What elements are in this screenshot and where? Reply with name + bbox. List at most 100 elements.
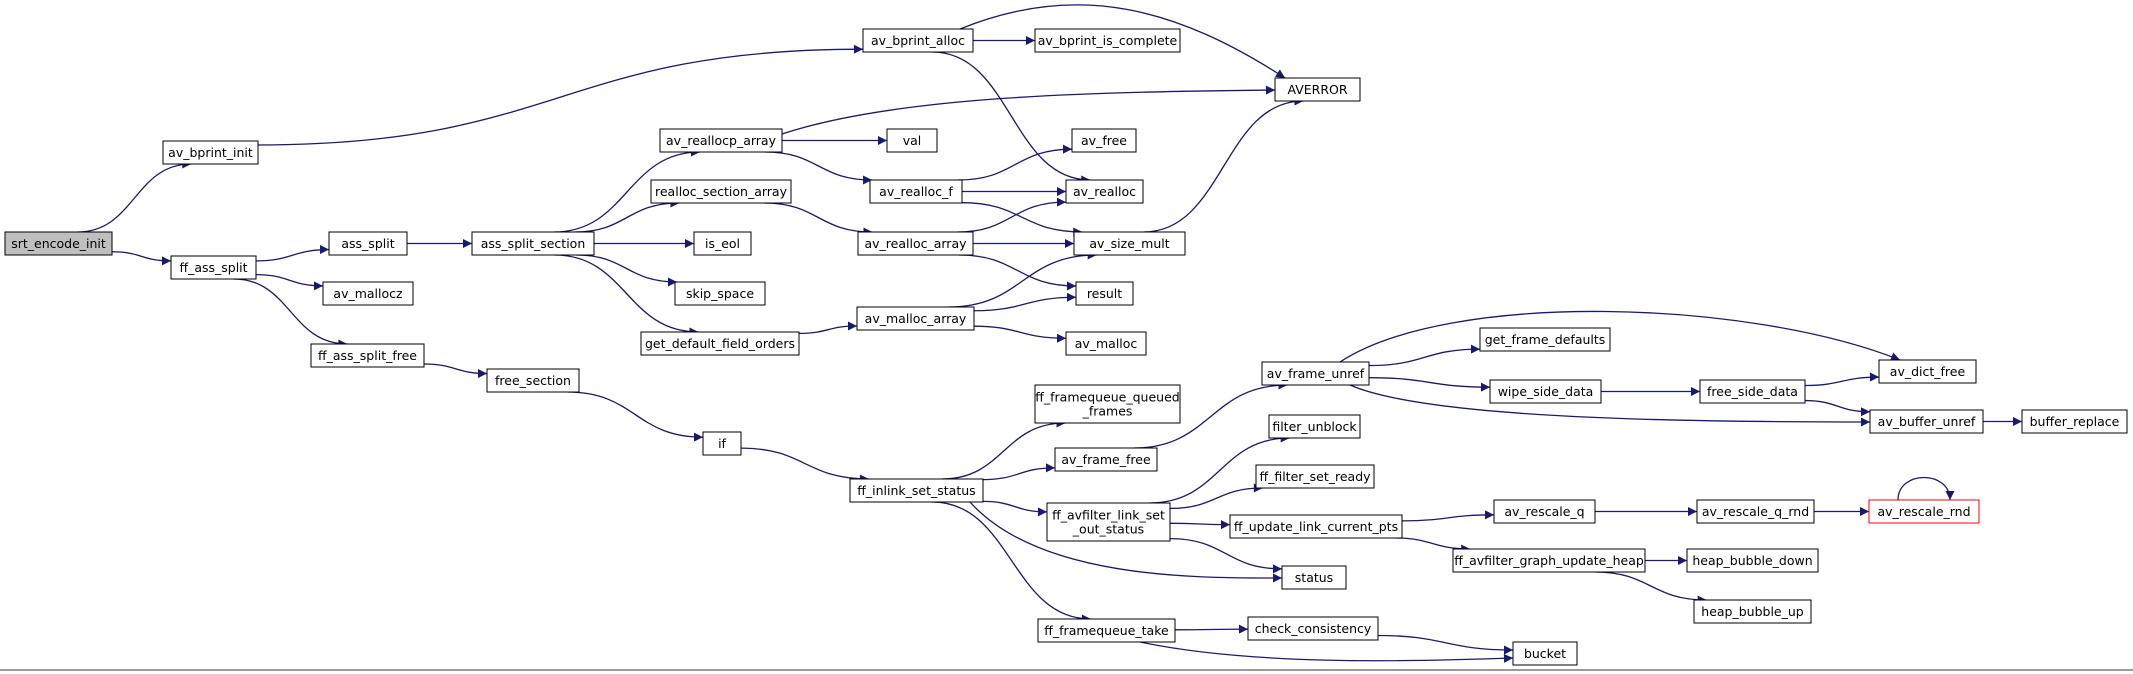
edge-av_frame_unref-to-av_buffer_unref [1349,384,1871,427]
edge-line [1139,641,1514,663]
node-av-buffer-unref[interactable]: av_buffer_unref [1869,409,1984,434]
node-free-side-data[interactable]: free_side_data [1699,379,1806,404]
node-av-malloc-array[interactable]: av_malloc_array [856,306,975,331]
node-av-frame-unref[interactable]: av_frame_unref [1261,361,1370,386]
edge-line [781,85,1276,135]
node-av-rescale-q[interactable]: av_rescale_q [1493,499,1596,524]
node-av-rescale-rnd[interactable]: av_rescale_rnd [1868,499,1980,524]
node-av-frame-free[interactable]: av_frame_free [1054,447,1158,472]
node-ass-split-section[interactable]: ass_split_section [471,231,595,256]
node-get-frame-defaults[interactable]: get_frame_defaults [1479,327,1611,352]
node-label: av_malloc_array [865,311,967,326]
node-realloc-section-array[interactable]: realloc_section_array [650,179,792,204]
node-ff-update-link-current-pts[interactable]: ff_update_link_current_pts [1229,514,1403,539]
node-box [1274,77,1361,102]
edge-line [574,198,680,233]
edge-line [740,447,869,484]
node-bucket[interactable]: bucket [1512,641,1578,666]
node-heap-bubble-down[interactable]: heap_bubble_down [1686,548,1819,573]
node-buffer-replace[interactable]: buffer_replace [2021,409,2128,434]
node-wipe-side-data[interactable]: wipe_side_data [1489,379,1602,404]
node-label: _frames [1082,404,1133,419]
node-box [1247,616,1379,641]
edge-line [948,250,1097,308]
edge-line [1804,399,1871,417]
node-box [1693,599,1812,624]
node-free-section[interactable]: free_section [486,368,580,393]
node-ff-avfilter-link-set-out-status[interactable]: ff_avfilter_link_set_out_status [1046,502,1171,542]
edge-av_frame_free-to-av_frame_unref [1134,380,1288,449]
node-ff-inlink-set-status[interactable]: ff_inlink_set_status [849,478,984,503]
edge-line [973,325,1067,343]
edge-ff_inlink_set_status-to-av_frame_free [982,463,1056,481]
node-av-realloc-f[interactable]: av_realloc_f [869,179,963,204]
edge-free_section-to-if [567,391,704,442]
edge-line [1368,344,1481,367]
node-box [1037,618,1176,643]
node-box [886,128,938,153]
edge-line [1594,571,1707,605]
node-box [857,231,974,256]
node-label: result [1087,286,1122,301]
node-av-malloc[interactable]: av_malloc [1065,331,1147,356]
edge-line [111,251,172,266]
node-ff-framequeue-take[interactable]: ff_framequeue_take [1037,618,1176,643]
edge-ass_split_section-to-realloc_section_array [574,198,680,233]
node-label: buffer_replace [2030,414,2120,429]
node-get-default-field-orders[interactable]: get_default_field_orders [640,331,800,356]
node-label: ff_avfilter_graph_update_heap [1454,553,1644,568]
node-av-rescale-q-rnd[interactable]: av_rescale_q_rnd [1696,499,1815,524]
node-is-eol[interactable]: is_eol [693,231,752,256]
edge-ff_update_link_current_pts-to-ff_avfilter_graph_update_heap [1394,537,1471,554]
node-check-consistency[interactable]: check_consistency [1247,616,1379,641]
node-result[interactable]: result [1075,281,1134,306]
edge-ff_framequeue_take-to-check_consistency [1174,624,1249,634]
node-ass-split[interactable]: ass_split [328,231,408,256]
node-label: free_side_data [1707,384,1798,399]
node-AVERROR[interactable]: AVERROR [1274,77,1361,102]
node-heap-bubble-up[interactable]: heap_bubble_up [1693,599,1812,624]
node-box [1261,361,1370,386]
edge-line [1377,634,1514,655]
node-skip-space[interactable]: skip_space [674,281,766,306]
node-av-bprint-is-complete[interactable]: av_bprint_is_complete [1034,28,1181,53]
edge-ff_avfilter_graph_update_heap-to-heap_bubble_up [1594,571,1707,605]
node-val[interactable]: val [886,128,938,153]
node-ff-framequeue-queued-frames[interactable]: ff_framequeue_queued_frames [1034,384,1181,424]
edge-ff_inlink_set_status-to-ff_framequeue_queued_frames [941,418,1066,480]
node-ff-ass-split[interactable]: ff_ass_split [170,255,257,280]
node-status[interactable]: status [1281,565,1347,590]
node-label: av_bprint_init [168,145,253,160]
edge-ff_framequeue_take-to-bucket [1139,641,1514,663]
edge-line [982,463,1056,481]
edge-line [233,278,348,349]
node-av-bprint-alloc[interactable]: av_bprint_alloc [862,28,974,53]
node-ff-ass-split-free[interactable]: ff_ass_split_free [310,343,425,368]
node-ff-filter-set-ready[interactable]: ff_filter_set_ready [1255,464,1375,489]
node-box [1065,331,1147,356]
edge-line [958,144,1073,181]
node-box [1071,128,1137,153]
node-av-free[interactable]: av_free [1071,128,1137,153]
node-av-reallocp-array[interactable]: av_reallocp_array [659,128,783,153]
node-srt-encode-init[interactable]: srt_encode_init [4,231,113,256]
edge-line [576,254,677,287]
node-av-dict-free[interactable]: av_dict_free [1878,359,1977,384]
node-filter-unblock[interactable]: filter_unblock [1268,414,1361,439]
node-av-bprint-init[interactable]: av_bprint_init [162,140,259,165]
node-ff-avfilter-graph-update-heap[interactable]: ff_avfilter_graph_update_heap [1452,548,1646,573]
node-label: ff_framequeue_queued [1035,390,1179,405]
edge-av_rescale_rnd-to-av_rescale_rnd [1897,477,1955,501]
node-av-realloc[interactable]: av_realloc [1065,179,1144,204]
node-if[interactable]: if [702,431,742,456]
node-box [1054,447,1158,472]
node-av-realloc-array[interactable]: av_realloc_array [857,231,974,256]
edge-line [1169,483,1263,510]
node-label: ff_avfilter_link_set [1052,508,1165,523]
node-label: srt_encode_init [11,236,106,251]
edge-av_bprint_alloc-to-AVERROR [959,4,1286,79]
edge-av_size_mult-to-AVERROR [1143,96,1304,233]
node-av-mallocz[interactable]: av_mallocz [322,281,414,306]
edge-av_frame_unref-to-wipe_side_data [1368,377,1491,392]
node-av-size-mult[interactable]: av_size_mult [1073,231,1186,256]
